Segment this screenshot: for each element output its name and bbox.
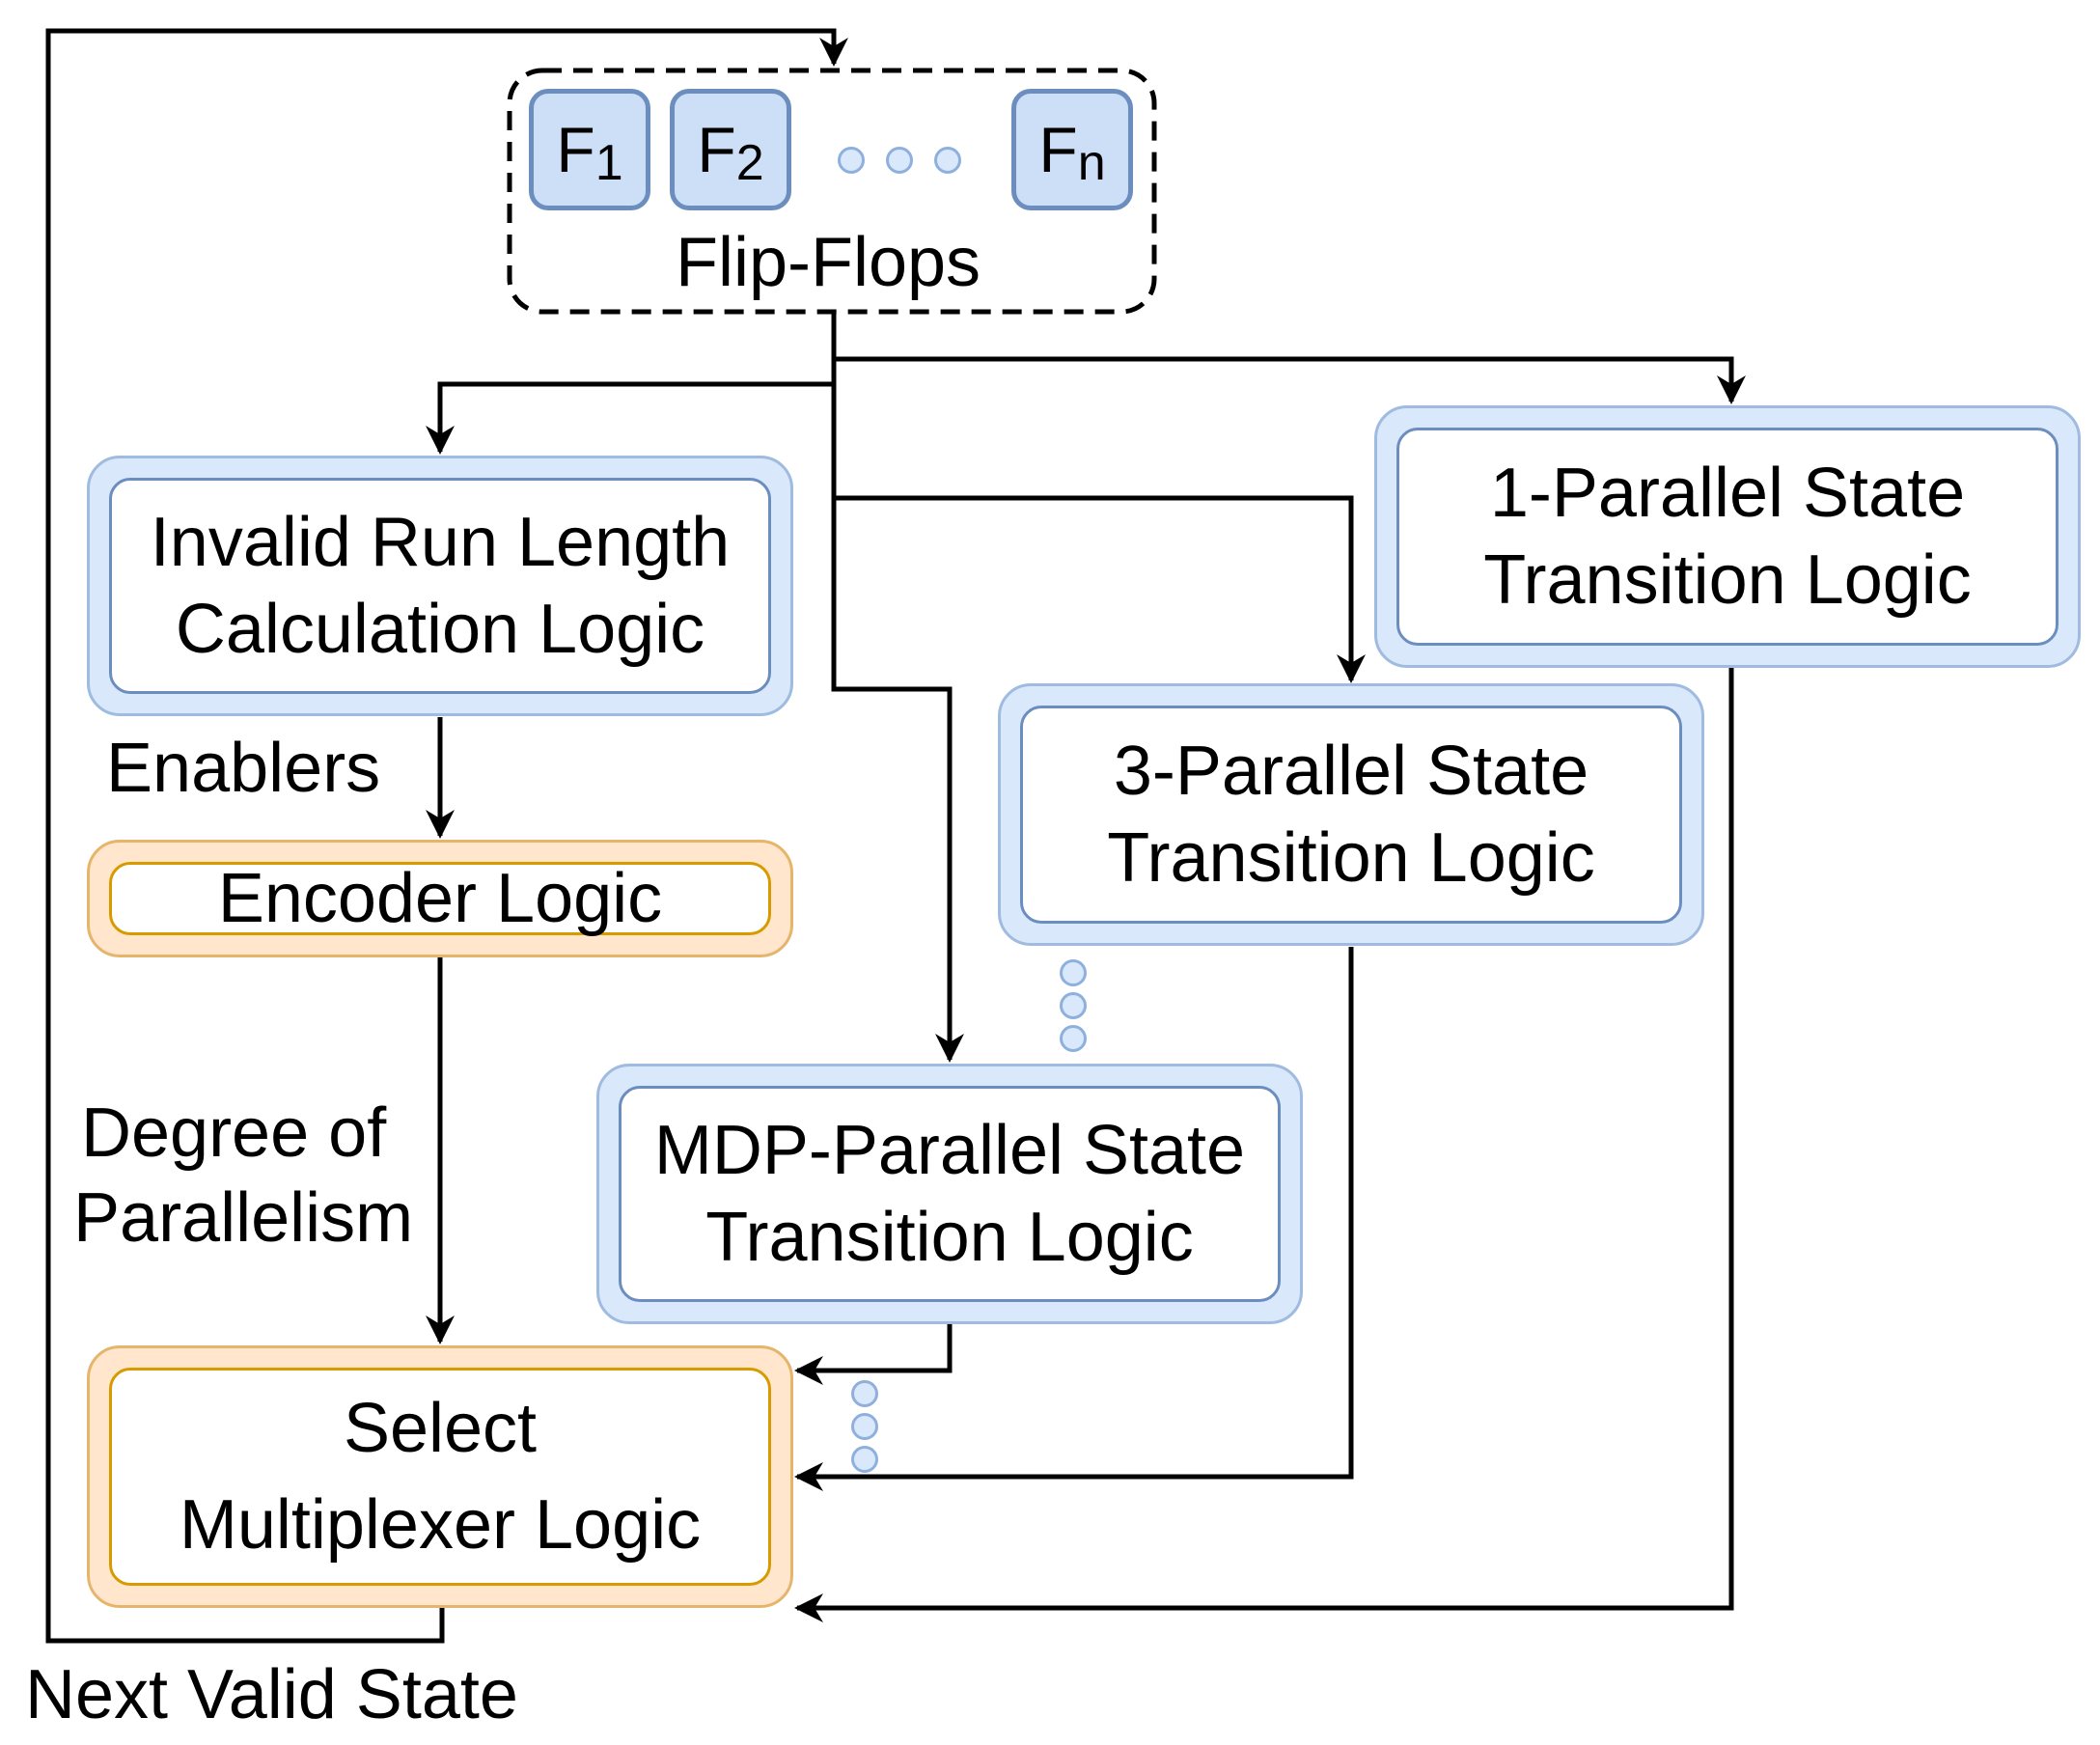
flipflop-subscript: n — [1077, 135, 1106, 191]
ellipsis-dot — [851, 1380, 878, 1407]
ff-trunk-wire — [831, 312, 964, 1063]
block-title-line1: MDP-Parallel State — [653, 1112, 1246, 1189]
ellipsis-dot — [1060, 992, 1087, 1019]
next-state-feedback-wire — [45, 28, 848, 1644]
ellipsis-dot — [934, 147, 961, 174]
ff-to-p3-wire — [834, 495, 1366, 683]
encoder-logic-block: Encoder Logic — [87, 840, 793, 957]
flipflop-letter: F — [697, 114, 736, 185]
ff-to-p1-wire — [834, 356, 1746, 404]
block-title-line1: Invalid Run Length — [150, 504, 731, 581]
block-title-line2: Transition Logic — [1483, 541, 1972, 619]
degree-of-parallelism-label-line2: Parallelism — [73, 1179, 414, 1257]
p1-to-mux-wire — [794, 668, 1734, 1622]
p3-to-mux-wire — [794, 947, 1354, 1491]
ellipsis-dot — [1060, 1025, 1087, 1052]
block-title-line1: Select — [343, 1390, 538, 1467]
ellipsis-dot — [838, 147, 865, 174]
degree-of-parallelism-label-line1: Degree of — [81, 1094, 387, 1172]
select-multiplexer-block: Select Multiplexer Logic — [87, 1345, 793, 1608]
invalid-run-length-block: Invalid Run Length Calculation Logic — [87, 456, 793, 716]
ellipsis-dot — [851, 1413, 878, 1440]
block-title-line1: 3-Parallel State — [1113, 733, 1589, 810]
flipflop-letter: F — [1038, 114, 1078, 185]
block-title-line1: Encoder Logic — [217, 860, 663, 937]
p3-state-transition-block: 3-Parallel State Transition Logic — [998, 683, 1704, 946]
block-title-line1: 1-Parallel State — [1489, 455, 1966, 532]
block-title-line2: Transition Logic — [1107, 819, 1595, 897]
pmdp-state-transition-block: MDP-Parallel State Transition Logic — [596, 1064, 1303, 1324]
pmdp-to-mux-wire — [794, 1324, 953, 1385]
block-title-line2: Transition Logic — [705, 1199, 1194, 1276]
ff-to-invalid-wire — [426, 381, 834, 455]
flipflop-subscript: 2 — [735, 135, 764, 191]
next-valid-state-label: Next Valid State — [25, 1656, 518, 1733]
flipflop-letter: F — [556, 114, 595, 185]
ellipsis-dot — [851, 1446, 878, 1473]
p1-state-transition-block: 1-Parallel State Transition Logic — [1374, 405, 2081, 668]
flipflops-label: Flip-Flops — [676, 224, 981, 301]
flipflop-subscript: 1 — [594, 135, 623, 191]
block-title-line2: Multiplexer Logic — [179, 1486, 702, 1564]
ellipsis-dot — [886, 147, 913, 174]
ellipsis-dot — [1060, 959, 1087, 986]
block-title-line2: Calculation Logic — [175, 591, 705, 668]
enablers-label: Enablers — [106, 730, 381, 807]
